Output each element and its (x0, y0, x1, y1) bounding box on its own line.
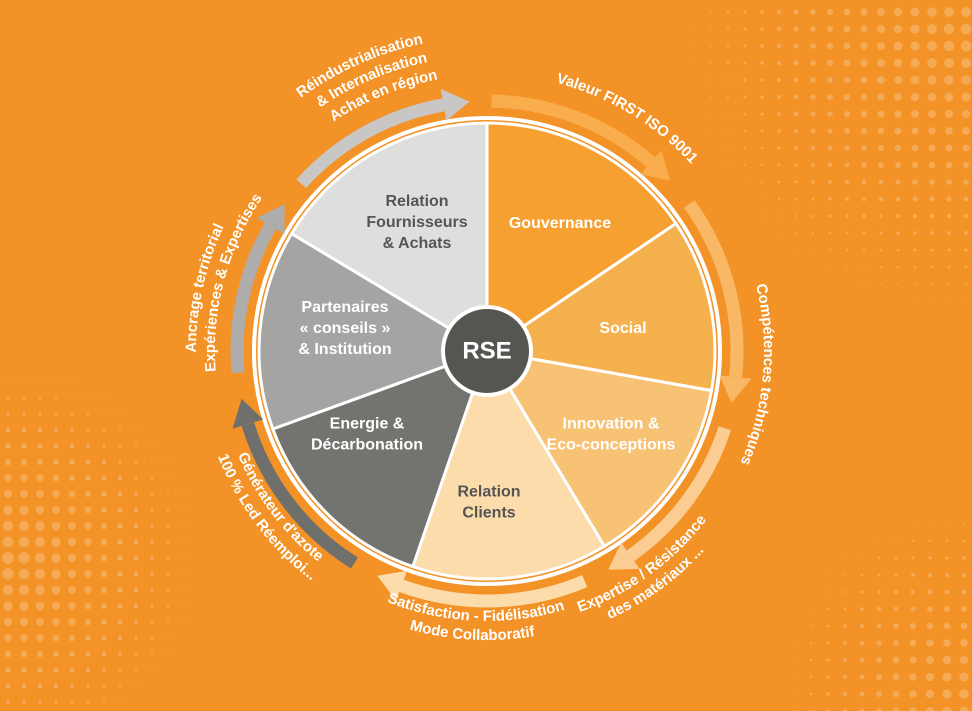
arrowhead-satisfaction (377, 570, 407, 601)
arrow-reindus (296, 98, 445, 189)
halftone-dots (2, 7, 972, 711)
center-label: RSE (462, 337, 511, 364)
segment-label-energie: Energie &Décarbonation (311, 416, 423, 454)
arrowhead-expertise (608, 542, 640, 570)
segment-relation-clients (410, 347, 607, 581)
segment-gouvernance (485, 121, 679, 354)
segment-energie (270, 348, 490, 569)
arrow-satisfaction (399, 575, 588, 608)
arrowhead-ancrage (256, 204, 285, 234)
segment-label-social: Social (599, 320, 646, 337)
cycle-arrows (230, 89, 752, 608)
arrow-valeur (491, 94, 656, 168)
arrow-ancrage (230, 222, 277, 374)
outer-label-competences-line-1: Compétences techniques (737, 282, 777, 468)
arrowhead-competences (719, 375, 752, 403)
arrowhead-valeur (640, 150, 670, 181)
segments (257, 121, 717, 581)
arrow-competences (684, 200, 744, 378)
segment-fournisseurs (289, 121, 489, 354)
arrowhead-generateur (232, 398, 264, 429)
center-hub (441, 305, 533, 397)
arrow-expertise (626, 426, 731, 562)
segment-innovation (484, 348, 714, 549)
arrow-generateur (241, 422, 358, 569)
segment-label-gouvernance: Gouvernance (509, 215, 611, 232)
wheel-outer-ring (252, 116, 722, 586)
segment-label-partenaires: Partenaires« conseils »& Institution (298, 299, 391, 358)
segment-social (483, 221, 717, 393)
arrowhead-reindus (440, 89, 470, 121)
segment-label-innovation: Innovation &Eco-conceptions (547, 416, 676, 454)
segment-partenaires (257, 231, 491, 431)
